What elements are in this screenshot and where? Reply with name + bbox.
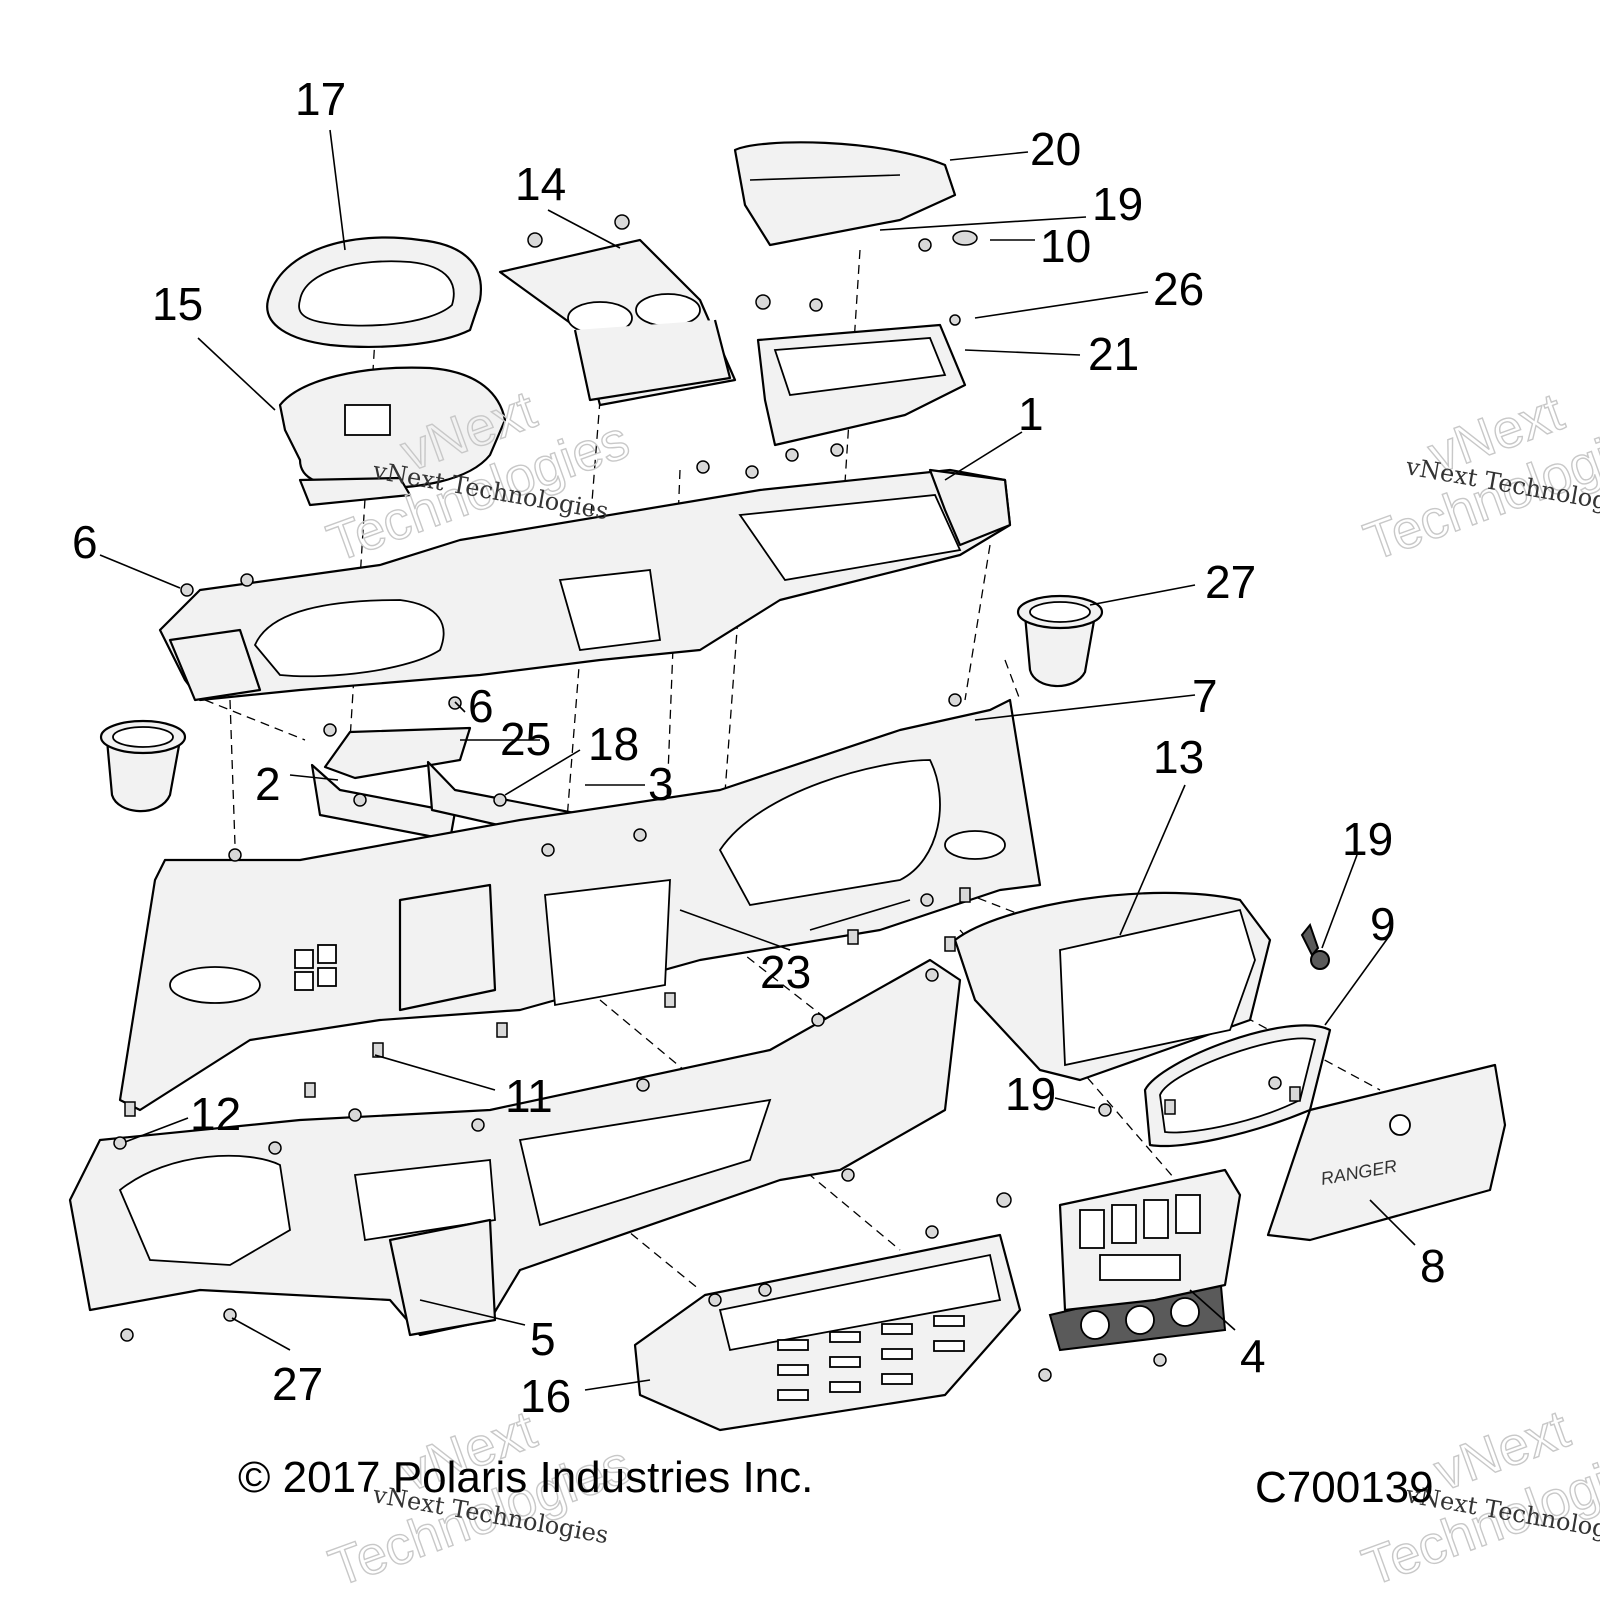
callout-3: 3: [648, 758, 674, 810]
part-25-cupholder-insert: [1016, 594, 1104, 688]
callout-4: 4: [1240, 1330, 1266, 1382]
part-2-bracket: [310, 763, 457, 842]
part-26-plate: [323, 726, 472, 780]
callout-22: 20: [1030, 123, 1081, 175]
callout-5: 5: [530, 1313, 556, 1365]
part-20-ignition-switch: [1300, 922, 1330, 970]
callout-6-center: 6: [468, 680, 494, 732]
callout-10: 9: [1370, 898, 1396, 950]
part-22-storage-lid: [733, 141, 957, 247]
part-14-lower-storage: [633, 1233, 1022, 1432]
part-15-cupholder-console: [498, 238, 737, 407]
callout-14: 16: [520, 1370, 571, 1422]
vent-slots: [777, 1315, 965, 1401]
callout-16: 15: [152, 278, 203, 330]
part-4-switch-panel: [1048, 1168, 1242, 1352]
part-16-gauge-housing: [278, 366, 507, 507]
callout-25: 27: [1205, 556, 1256, 608]
callout-23: 21: [1088, 328, 1139, 380]
callout-1: 1: [1018, 388, 1044, 440]
callout-12: 12: [190, 1088, 241, 1140]
part-8-glovebox-door: RANGER: [1266, 1063, 1507, 1242]
part-23-storage-bin: [756, 323, 967, 447]
part-1-upper-dash: [158, 468, 1012, 702]
part-13-gauge-pod: [953, 891, 1272, 1082]
drawing-number: C700139: [1255, 1463, 1434, 1512]
fasteners: [113, 214, 1301, 1382]
callout-27: 27: [272, 1358, 323, 1410]
callout-7: 7: [1192, 670, 1218, 722]
part-7-main-dash-frame: [118, 698, 1042, 1112]
cupholder-insert-left: [99, 719, 187, 813]
part-10-bezel-frame: [1143, 1024, 1332, 1148]
part-17-instrument-bezel: [266, 236, 482, 348]
copyright-notice: © 2017 Polaris Industries Inc.: [238, 1453, 813, 1502]
callout-labels: 17 15 14 20 19 10 26 21 1 6 27 7 6 25 18…: [72, 73, 1446, 1422]
callout-8: 8: [1420, 1240, 1446, 1292]
callout-19-bottom: 19: [1005, 1068, 1056, 1120]
leader-lines: [99, 129, 1416, 1391]
callout-15: 14: [515, 158, 566, 210]
callout-20: 19: [1342, 813, 1393, 865]
callout-17: 17: [295, 73, 346, 125]
part-5-lower-dash: [68, 958, 962, 1337]
callout-21: 23: [760, 946, 811, 998]
callout-13: 13: [1153, 731, 1204, 783]
callout-26: 25: [500, 713, 551, 765]
callout-19-top: 19: [1092, 178, 1143, 230]
vent-grille: [294, 944, 337, 991]
callout-6-left: 6: [72, 516, 98, 568]
callout-24: 26: [1153, 263, 1204, 315]
callout-18: 18: [588, 718, 639, 770]
callout-9: 11: [505, 1070, 553, 1122]
callout-2: 2: [255, 758, 281, 810]
callout-11: 10: [1040, 220, 1091, 272]
